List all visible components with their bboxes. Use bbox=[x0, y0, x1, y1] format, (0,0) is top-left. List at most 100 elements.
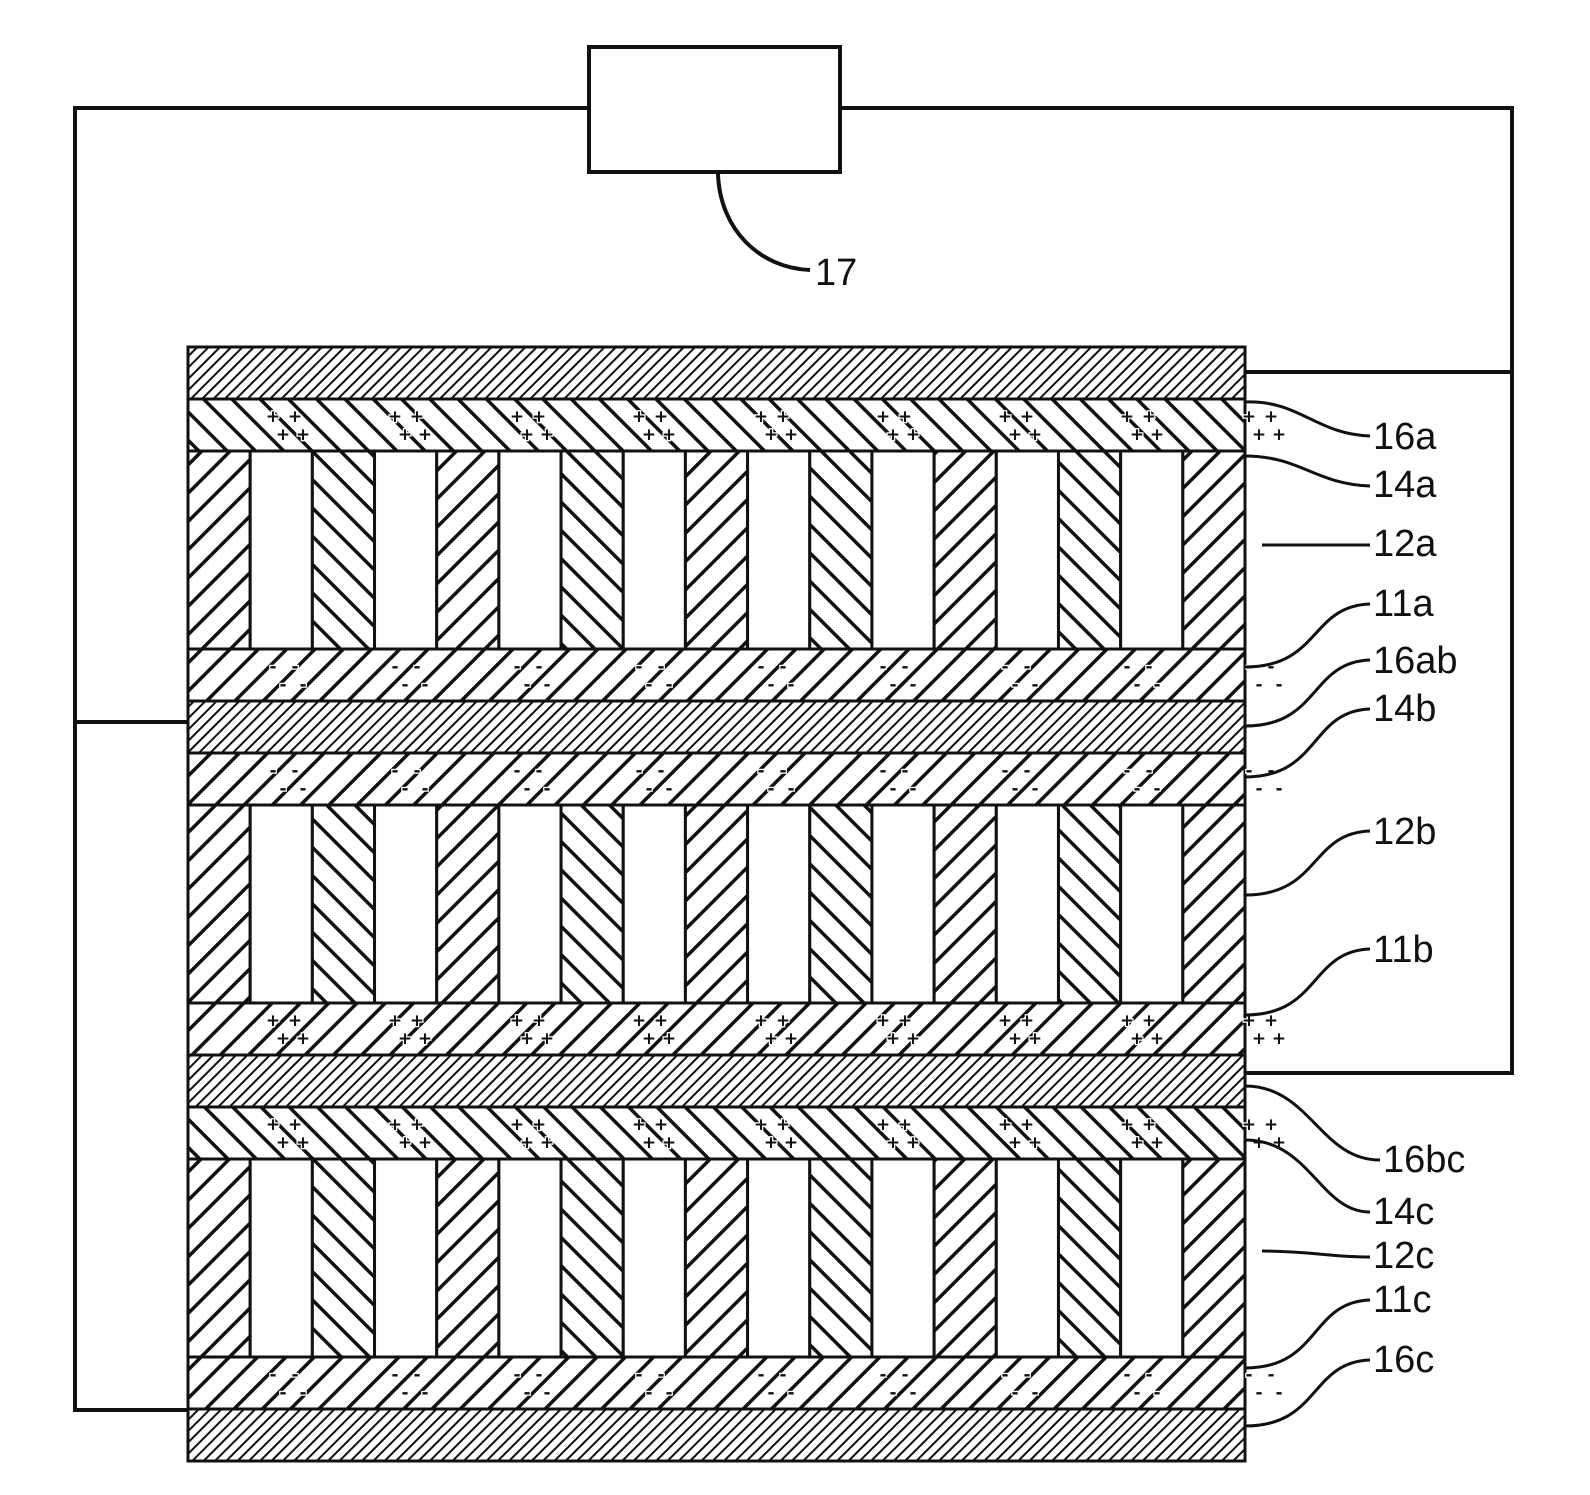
right-wire bbox=[840, 108, 1512, 372]
positive-charge-mark: + bbox=[886, 425, 900, 445]
leader-11a bbox=[1245, 604, 1370, 667]
positive-charge-mark: + bbox=[532, 407, 546, 427]
positive-charge-mark: + bbox=[1008, 1133, 1022, 1153]
positive-charge-mark: + bbox=[886, 1029, 900, 1049]
negative-charge-mark: - bbox=[645, 675, 652, 695]
positive-charge-mark: + bbox=[632, 1011, 646, 1031]
separator-gap bbox=[996, 451, 1058, 649]
leader-16ab bbox=[1245, 660, 1370, 726]
negative-charge-mark: - bbox=[1275, 779, 1282, 799]
negative-charge-mark: - bbox=[1255, 779, 1262, 799]
charges-14c: ++++++++++++++++++++++++++++++++++++ bbox=[266, 1115, 1286, 1153]
positive-charge-mark: + bbox=[754, 407, 768, 427]
electrode-column bbox=[437, 451, 499, 649]
power-source-leader bbox=[718, 174, 810, 270]
positive-charge-mark: + bbox=[1272, 425, 1286, 445]
negative-charge-mark: - bbox=[291, 761, 298, 781]
negative-charge-mark: - bbox=[291, 1365, 298, 1385]
negative-charge-mark: - bbox=[523, 1383, 530, 1403]
separator-gap bbox=[499, 451, 561, 649]
negative-charge-mark: - bbox=[889, 675, 896, 695]
electrode-column bbox=[1183, 451, 1245, 649]
positive-charge-mark: + bbox=[632, 407, 646, 427]
positive-charge-mark: + bbox=[784, 1029, 798, 1049]
positive-charge-mark: + bbox=[398, 1029, 412, 1049]
separator-gap bbox=[250, 451, 312, 649]
positive-charge-mark: + bbox=[764, 425, 778, 445]
separator-gap bbox=[623, 805, 685, 1003]
negative-charge-mark: - bbox=[535, 761, 542, 781]
negative-charge-mark: - bbox=[909, 1383, 916, 1403]
negative-charge-mark: - bbox=[1275, 675, 1282, 695]
negative-charge-mark: - bbox=[645, 779, 652, 799]
negative-charge-mark: - bbox=[879, 761, 886, 781]
negative-charge-mark: - bbox=[779, 1365, 786, 1385]
label-16bc: 16bc bbox=[1383, 1139, 1465, 1181]
negative-charge-mark: - bbox=[657, 657, 664, 677]
electrode-column bbox=[1058, 805, 1120, 1003]
separator-12c bbox=[188, 1159, 1245, 1357]
electrode-11c bbox=[188, 1357, 1245, 1409]
negative-charge-mark: - bbox=[279, 779, 286, 799]
label-14a: 14a bbox=[1373, 464, 1437, 506]
negative-charge-mark: - bbox=[757, 657, 764, 677]
negative-charge-mark: - bbox=[657, 761, 664, 781]
negative-charge-mark: - bbox=[909, 675, 916, 695]
negative-charge-mark: - bbox=[1123, 1365, 1130, 1385]
label-17: 17 bbox=[815, 252, 857, 294]
positive-charge-mark: + bbox=[398, 425, 412, 445]
negative-charge-mark: - bbox=[543, 1383, 550, 1403]
positive-charge-mark: + bbox=[520, 1029, 534, 1049]
negative-charge-mark: - bbox=[401, 1383, 408, 1403]
negative-charge-mark: - bbox=[299, 1383, 306, 1403]
positive-charge-mark: + bbox=[662, 1029, 676, 1049]
electrode-column bbox=[934, 1159, 996, 1357]
negative-charge-mark: - bbox=[513, 761, 520, 781]
separator-gap bbox=[996, 805, 1058, 1003]
electrode-column bbox=[1183, 1159, 1245, 1357]
positive-charge-mark: + bbox=[1252, 425, 1266, 445]
negative-charge-mark: - bbox=[779, 761, 786, 781]
positive-charge-mark: + bbox=[642, 1133, 656, 1153]
negative-charge-mark: - bbox=[1153, 779, 1160, 799]
positive-charge-mark: + bbox=[1242, 407, 1256, 427]
negative-charge-mark: - bbox=[1001, 761, 1008, 781]
electrode-column bbox=[685, 805, 747, 1003]
separator-gap bbox=[1121, 451, 1183, 649]
positive-charge-mark: + bbox=[418, 1029, 432, 1049]
positive-charge-mark: + bbox=[776, 1115, 790, 1135]
positive-charge-mark: + bbox=[1130, 1029, 1144, 1049]
positive-charge-mark: + bbox=[510, 407, 524, 427]
separator-gap bbox=[996, 1159, 1058, 1357]
negative-charge-mark: - bbox=[401, 779, 408, 799]
positive-charge-mark: + bbox=[532, 1011, 546, 1031]
negative-charge-mark: - bbox=[391, 1365, 398, 1385]
positive-charge-mark: + bbox=[540, 1133, 554, 1153]
negative-charge-mark: - bbox=[1267, 657, 1274, 677]
positive-charge-mark: + bbox=[876, 1115, 890, 1135]
positive-charge-mark: + bbox=[1142, 1115, 1156, 1135]
negative-charge-mark: - bbox=[1153, 1383, 1160, 1403]
electrode-column bbox=[188, 1159, 250, 1357]
collector-16bc bbox=[188, 1055, 1245, 1107]
cell-stack: ++++++++++++++++++++++++++++++++++++----… bbox=[188, 347, 1286, 1461]
negative-charge-mark: - bbox=[889, 779, 896, 799]
negative-charge-mark: - bbox=[513, 657, 520, 677]
positive-charge-mark: + bbox=[1150, 1029, 1164, 1049]
electrode-11a bbox=[188, 649, 1245, 701]
positive-charge-mark: + bbox=[296, 425, 310, 445]
positive-charge-mark: + bbox=[1028, 1133, 1042, 1153]
positive-charge-mark: + bbox=[388, 407, 402, 427]
label-16a: 16a bbox=[1373, 416, 1437, 458]
negative-charge-mark: - bbox=[635, 761, 642, 781]
positive-charge-mark: + bbox=[388, 1115, 402, 1135]
separator-gap bbox=[1121, 1159, 1183, 1357]
positive-charge-mark: + bbox=[1120, 1011, 1134, 1031]
negative-charge-mark: - bbox=[535, 1365, 542, 1385]
leader-16c bbox=[1245, 1360, 1370, 1426]
negative-charge-mark: - bbox=[1031, 779, 1038, 799]
label-16ab: 16ab bbox=[1373, 640, 1458, 682]
positive-charge-mark: + bbox=[296, 1029, 310, 1049]
electrode-column bbox=[437, 1159, 499, 1357]
negative-charge-mark: - bbox=[665, 675, 672, 695]
